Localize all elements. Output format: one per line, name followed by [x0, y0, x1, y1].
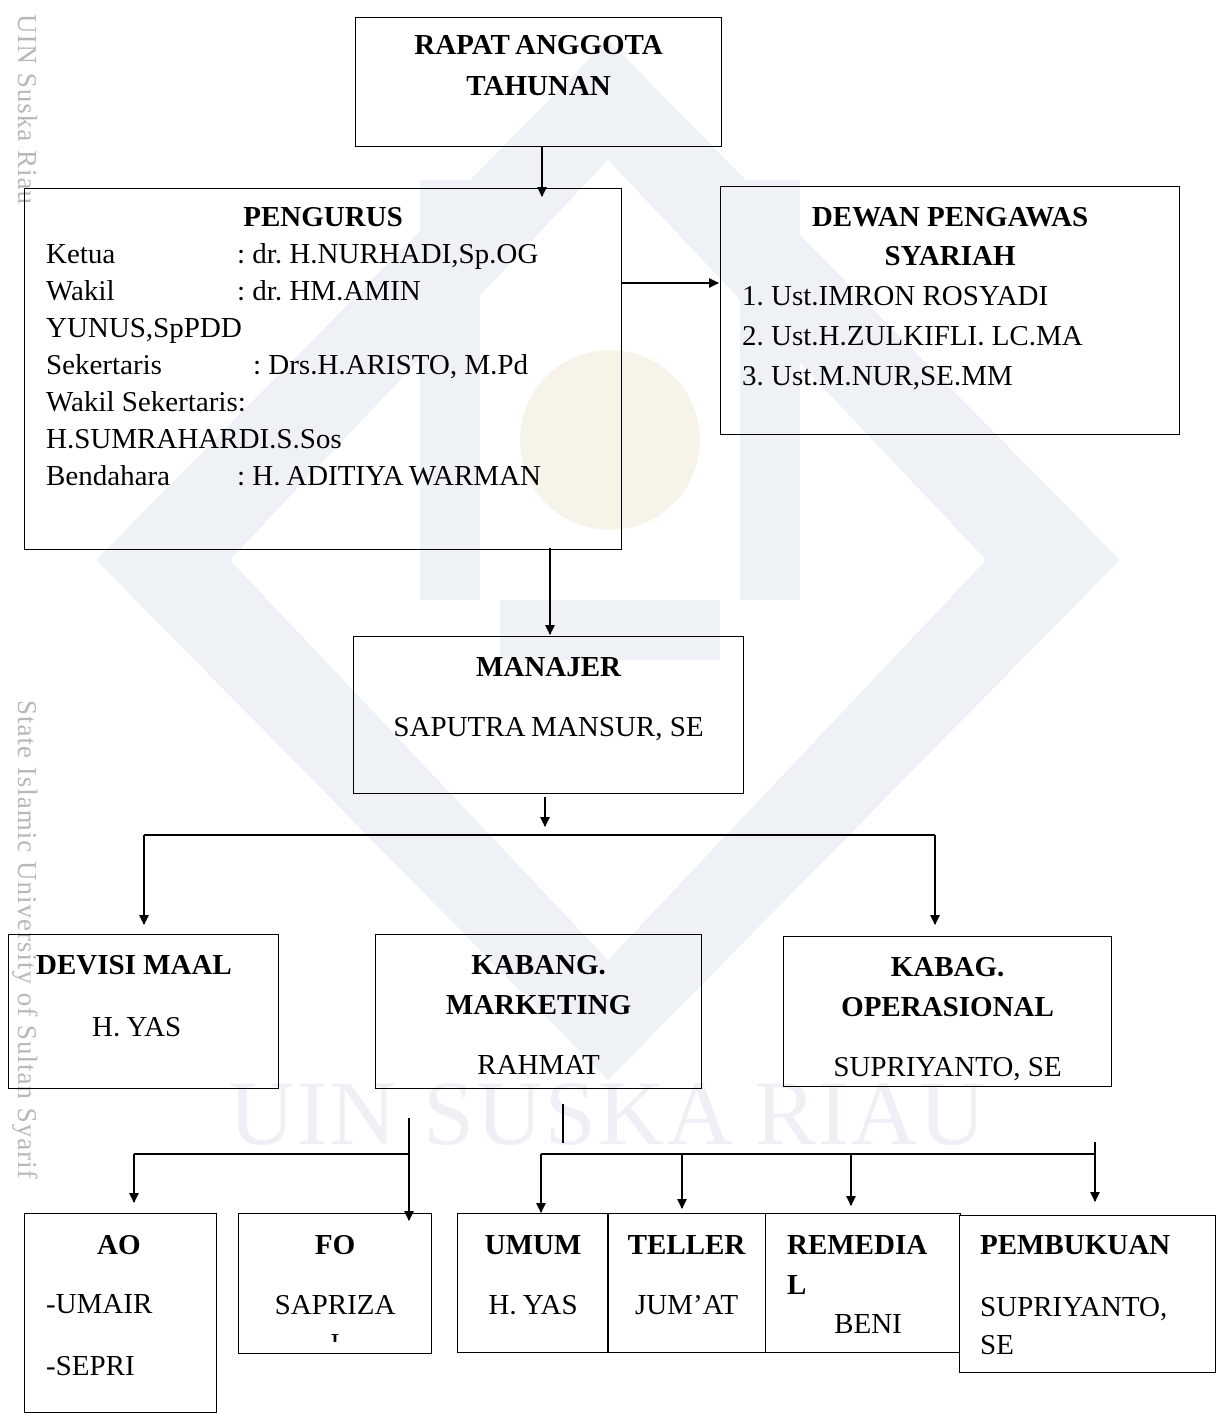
marketing-title-line1: KABANG. — [471, 949, 606, 981]
marketing-name: RAHMAT — [477, 1049, 600, 1081]
dps-member-2: 2. Ust.H.ZULKIFLI. LC.MA — [742, 320, 1083, 352]
remedial-title-line2: L — [787, 1269, 807, 1301]
pengurus-wakil-value: : dr. HM.AMIN — [237, 275, 421, 307]
fo-box — [238, 1213, 432, 1354]
pengurus-sekertaris-label: Sekertaris — [46, 349, 162, 381]
pengurus-box — [24, 188, 622, 550]
manajer-title: MANAJER — [476, 651, 621, 683]
marketing-title-line2: MARKETING — [445, 989, 632, 1021]
operasional-box — [783, 936, 1112, 1087]
dps-member-1: 1. Ust.IMRON ROSYADI — [742, 280, 1049, 312]
ao-member-1: -UMAIR — [46, 1288, 153, 1320]
rat-box — [355, 17, 722, 147]
rat-title-line2: TAHUNAN — [466, 70, 611, 102]
ao-member-2: -SEPRI — [46, 1350, 135, 1382]
pengurus-ketua-value: : dr. H.NURHADI,Sp.OG — [237, 238, 539, 270]
pembukuan-name-line1: SUPRIYANTO, — [980, 1291, 1168, 1323]
pembukuan-title: PEMBUKUAN — [980, 1229, 1171, 1261]
remedial-title-line1: REMEDIA — [787, 1229, 928, 1261]
pengurus-sekertaris-value: : Drs.H.ARISTO, M.Pd — [253, 349, 529, 381]
manajer-box — [353, 636, 744, 794]
umum-title: UMUM — [484, 1229, 582, 1261]
operasional-name: SUPRIYANTO, SE — [833, 1051, 1062, 1083]
manajer-name: SAPUTRA MANSUR, SE — [393, 711, 704, 743]
pengurus-title: PENGURUS — [243, 201, 403, 233]
marketing-box — [375, 934, 702, 1089]
fo-title: FO — [314, 1229, 356, 1261]
operasional-title-line2: OPERASIONAL — [841, 991, 1054, 1023]
pengurus-ketua-label: Ketua — [46, 238, 116, 270]
fo-name: SAPRIZA — [274, 1289, 396, 1321]
ao-title: AO — [97, 1229, 141, 1261]
pengurus-wakil-sekertaris-value: H.SUMRAHARDI.S.Sos — [46, 423, 342, 455]
teller-title: TELLER — [627, 1229, 746, 1261]
pengurus-bendahara-value: : H. ADITIYA WARMAN — [237, 460, 541, 492]
pengurus-wakil-label: Wakil — [46, 275, 115, 307]
dps-title-line2: SYARIAH — [884, 240, 1016, 272]
umum-name: H. YAS — [488, 1289, 578, 1321]
rat-title-line1: RAPAT ANGGOTA — [414, 29, 663, 61]
remedial-name: BENI — [834, 1308, 902, 1340]
pembukuan-name-line2: SE — [980, 1329, 1014, 1361]
dps-title-line1: DEWAN PENGAWAS — [811, 201, 1089, 233]
maal-title: DEVISI MAAL — [36, 949, 232, 981]
dps-member-3: 3. Ust.M.NUR,SE.MM — [742, 360, 1013, 392]
umum-box — [457, 1213, 609, 1353]
pengurus-wakil-sekertaris-label: Wakil Sekertaris: — [46, 386, 246, 418]
maal-box — [8, 934, 279, 1089]
operasional-title-line1: KABAG. — [890, 951, 1005, 983]
teller-name: JUM’AT — [634, 1289, 739, 1321]
fo-name-cut: I — [238, 1330, 432, 1342]
pembukuan-box — [959, 1215, 1216, 1373]
dps-box — [720, 186, 1180, 435]
pengurus-wakil-value-cont: YUNUS,SpPDD — [46, 312, 242, 344]
watermark-text: UIN SUSKA RIAU — [228, 1062, 988, 1164]
pengurus-bendahara-label: Bendahara — [46, 460, 170, 492]
maal-name: H. YAS — [92, 1011, 182, 1043]
